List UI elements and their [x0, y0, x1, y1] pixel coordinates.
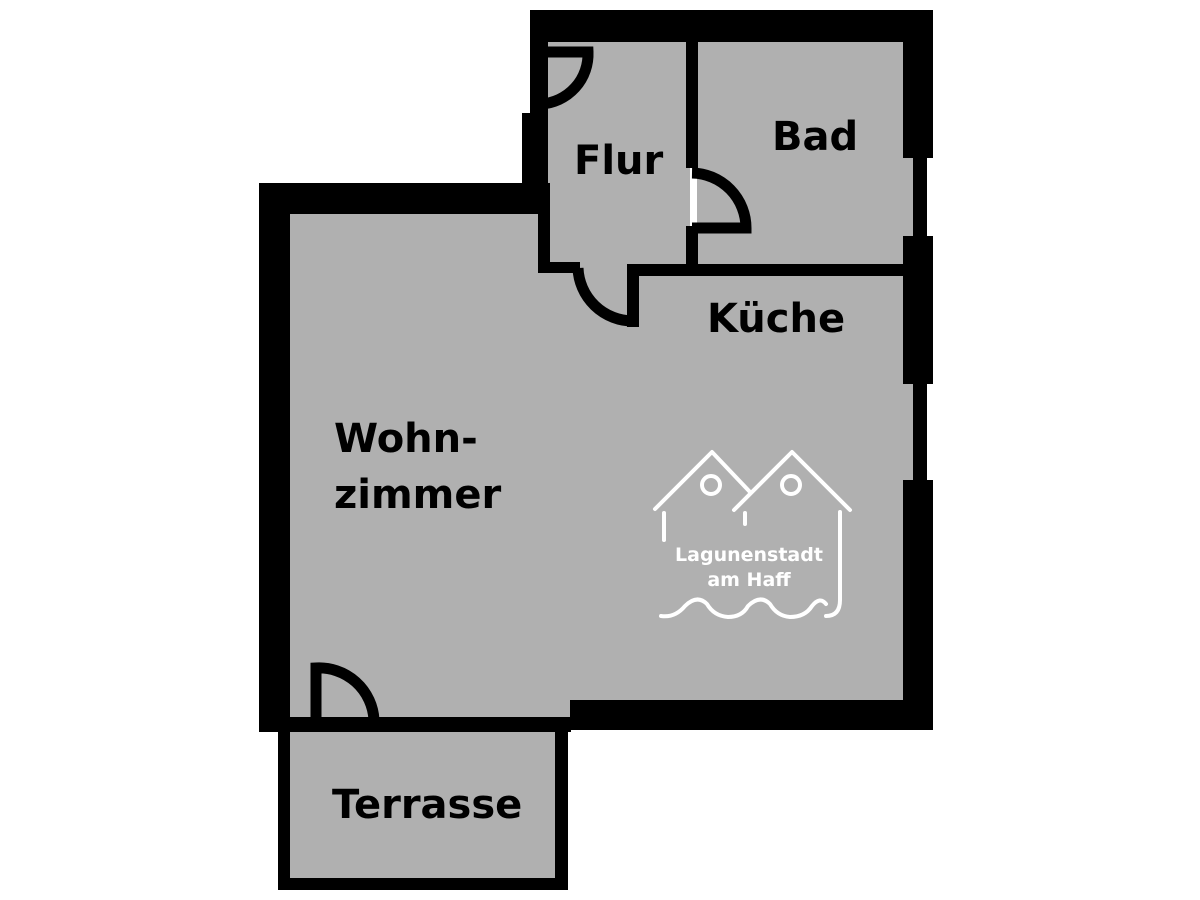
twin-houses-waves-icon: [653, 450, 852, 619]
room-label-wohnzimmer-line2: zimmer: [334, 472, 501, 518]
window-kueche: [913, 383, 927, 481]
window-bad: [913, 157, 927, 237]
room-label-wohnzimmer-line1: Wohn-: [334, 416, 478, 462]
door-bad: [691, 167, 752, 234]
room-label-flur: Flur: [574, 138, 664, 184]
doors: [310, 46, 752, 721]
room-label-terrasse: Terrasse: [332, 782, 522, 828]
door-terrasse: [310, 662, 380, 721]
room-label-kueche: Küche: [707, 296, 845, 342]
walls: [259, 10, 933, 890]
logo-text-line1: Lagunenstadt: [675, 544, 823, 566]
door-entrance: [540, 46, 594, 110]
room-label-bad: Bad: [772, 114, 858, 160]
logo-text-line2: am Haff: [707, 569, 791, 591]
door-flur-wohnzimmer: [572, 267, 639, 327]
